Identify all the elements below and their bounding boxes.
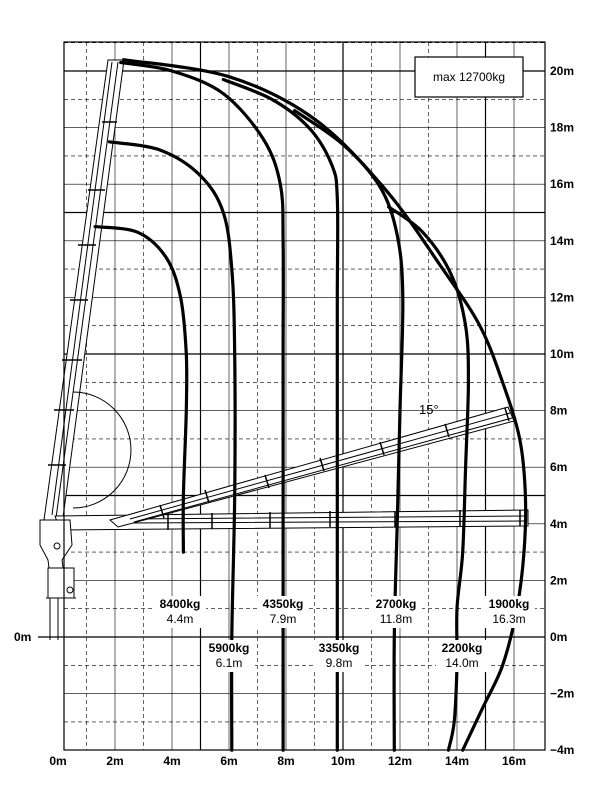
angle-label: 15°	[419, 402, 439, 417]
axis-ticks: 0m 2m 4m 6m 8m 10m 12m 14m 16m −4m −2m 0m 2m 4m 6m 8m 10…	[14, 64, 574, 768]
curve-label-kg: 2200kg	[442, 641, 483, 655]
x-tick-label: 8m	[277, 754, 294, 768]
max-load-label: max 12700kg	[433, 70, 505, 84]
curve-label-reach: 16.3m	[492, 612, 525, 626]
left-zero-label: 0m	[14, 630, 31, 644]
load-curve-2200kg	[387, 205, 471, 752]
curve-label-bg	[436, 640, 488, 672]
curve-label-bg	[370, 596, 422, 628]
load-curve-8400kg	[93, 225, 189, 554]
y-tick-label: 20m	[550, 64, 574, 78]
y-tick-label: 12m	[550, 290, 574, 304]
x-tick-label: 0m	[49, 754, 66, 768]
curve-label-kg: 4350kg	[263, 597, 304, 611]
curve-label-kg: 2700kg	[376, 597, 417, 611]
y-tick-label: 14m	[550, 234, 574, 248]
curve-label-bg	[313, 640, 365, 672]
curve-label-reach: 6.1m	[216, 656, 243, 670]
curve-label-kg: 1900kg	[489, 597, 530, 611]
load-curve-4350kg	[119, 60, 285, 752]
y-tick-label: 8m	[550, 404, 567, 418]
y-tick-label: −2m	[550, 687, 574, 701]
x-tick-label: 14m	[445, 754, 469, 768]
load-curve-1900kg	[121, 58, 528, 752]
x-tick-label: 10m	[331, 754, 355, 768]
y-tick-label: 16m	[550, 177, 574, 191]
x-tick-label: 16m	[502, 754, 526, 768]
curve-label-reach: 9.8m	[326, 656, 353, 670]
curve-label-reach: 4.4m	[167, 612, 194, 626]
curve-label-kg: 3350kg	[319, 641, 360, 655]
y-tick-label: 6m	[550, 460, 567, 474]
curve-label-kg: 8400kg	[160, 597, 201, 611]
y-tick-label: 4m	[550, 517, 567, 531]
y-tick-label: 2m	[550, 573, 567, 587]
vertical-boom	[43, 59, 125, 526]
x-tick-label: 4m	[163, 754, 180, 768]
x-tick-label: 2m	[106, 754, 123, 768]
curve-label-reach: 11.8m	[380, 612, 412, 626]
x-tick-label: 6m	[220, 754, 237, 768]
curve-label-bg	[483, 596, 535, 628]
curve-label-kg: 5900kg	[209, 641, 250, 655]
y-tick-label: 10m	[550, 347, 574, 361]
x-tick-label: 12m	[388, 754, 412, 768]
curve-label-bg	[203, 640, 255, 672]
curve-label-bg	[154, 596, 206, 628]
y-tick-label: 18m	[550, 121, 574, 135]
load-curves	[93, 58, 528, 752]
load-curve-3350kg	[221, 77, 340, 752]
y-tick-label: −4m	[550, 743, 574, 757]
max-load-box: max 12700kg	[414, 56, 524, 98]
chart-frame	[63, 41, 546, 751]
swing-arc	[72, 391, 132, 509]
curve-label-reach: 7.9m	[270, 612, 297, 626]
curve-label-bg	[257, 596, 309, 628]
load-curve-5900kg	[107, 140, 237, 752]
curve-label-reach: 14.0m	[445, 656, 478, 670]
y-tick-label: 0m	[550, 630, 567, 644]
